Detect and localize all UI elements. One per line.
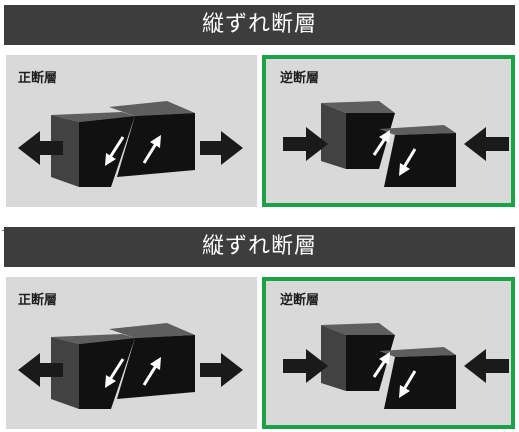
normal-fault-label: 正断層 bbox=[18, 293, 58, 308]
left-block-front bbox=[79, 338, 135, 409]
title-banner: 縦ずれ断層 bbox=[4, 227, 515, 267]
slip-arrow-up bbox=[372, 352, 390, 378]
slip-arrow-down bbox=[105, 358, 125, 388]
normal-fault-label: 正断層 bbox=[18, 71, 58, 86]
normal-fault-illustration bbox=[18, 101, 243, 187]
slip-arrow-down bbox=[399, 148, 417, 176]
left-block-front bbox=[79, 116, 135, 187]
pull-arrow-left bbox=[18, 353, 63, 387]
pull-arrow-right bbox=[200, 131, 243, 165]
reverse-fault-illustration bbox=[283, 323, 509, 409]
reverse-fault-panel: 逆断層 bbox=[262, 55, 515, 207]
left-block-top bbox=[321, 323, 395, 335]
normal-fault-panel: 正断層 bbox=[6, 277, 257, 429]
left-block-side bbox=[321, 325, 346, 391]
slip-arrow-down bbox=[105, 136, 125, 166]
reverse-fault-label: 逆断層 bbox=[280, 71, 320, 86]
right-block-top bbox=[379, 347, 456, 357]
left-block-side bbox=[321, 103, 346, 169]
pull-arrow-right bbox=[200, 353, 243, 387]
push-arrow-right bbox=[464, 349, 509, 383]
slip-arrow-up bbox=[142, 357, 161, 386]
normal-fault-panel: 正断層 bbox=[6, 55, 257, 207]
right-block-top bbox=[109, 101, 195, 116]
right-block-top bbox=[109, 323, 195, 338]
reverse-fault-illustration bbox=[283, 101, 509, 187]
left-block-top bbox=[321, 101, 395, 113]
right-block-front bbox=[384, 133, 456, 187]
push-arrow-left bbox=[283, 127, 328, 161]
push-arrow-left bbox=[283, 349, 328, 383]
reverse-fault-panel: 逆断層 bbox=[262, 277, 515, 429]
left-block-side bbox=[51, 337, 79, 409]
slip-arrow-up bbox=[142, 135, 161, 164]
title-banner: 縦ずれ断層 bbox=[4, 5, 515, 45]
slip-arrow-up bbox=[372, 130, 390, 156]
push-arrow-right bbox=[464, 127, 509, 161]
left-block-top bbox=[51, 112, 135, 122]
left-block-top bbox=[51, 334, 135, 344]
left-block-side bbox=[51, 115, 79, 187]
right-block-front bbox=[384, 355, 456, 409]
pull-arrow-left bbox=[18, 131, 63, 165]
right-block-top bbox=[379, 125, 456, 135]
left-block-front bbox=[346, 113, 395, 169]
normal-fault-illustration bbox=[18, 323, 243, 409]
slip-arrow-down bbox=[399, 370, 417, 398]
reverse-fault-label: 逆断層 bbox=[280, 293, 320, 308]
left-block-front bbox=[346, 335, 395, 391]
